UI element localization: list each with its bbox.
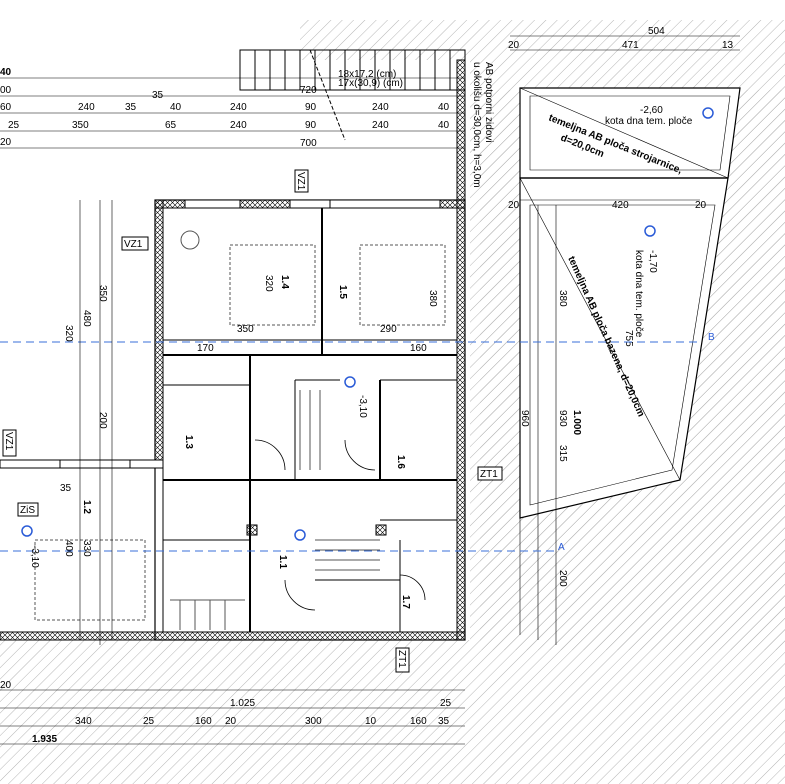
dim-350-room: 350 (237, 324, 254, 335)
stair-note-2: 17x(30,9) (cm) (338, 78, 403, 89)
dim-65a: 65 (165, 120, 177, 131)
dim-240c: 240 (372, 102, 389, 113)
dim-top-4: 20 (0, 137, 12, 148)
room-1-7: 1.7 (400, 595, 411, 609)
dim-40c: 40 (438, 120, 450, 131)
dim-top-1: 40 (0, 67, 12, 78)
dim-350a: 350 (72, 120, 89, 131)
pool-dims (519, 205, 557, 645)
pool-level-label: kota dna tem. ploče (633, 250, 644, 338)
room-1-1: 1.1 (277, 555, 288, 569)
dim-320: 320 (263, 275, 274, 292)
top-dimension-lines (0, 35, 740, 149)
dim-471: 471 (622, 40, 639, 51)
level-310-a: -3,10 (357, 395, 368, 418)
pool-v-315: 315 (557, 445, 568, 462)
room-1-5: 1.5 (337, 285, 348, 299)
dim-35a: 35 (125, 102, 137, 113)
section-a: A (558, 542, 565, 553)
pool-v-200: 200 (557, 570, 568, 587)
tag-vz1-b: VZ1 (295, 172, 306, 191)
dim-top-3: 60 (0, 102, 12, 113)
room-1-2: 1.2 (81, 500, 92, 514)
pool-width-20b: 20 (695, 200, 707, 211)
dim-bottom-20: 20 (0, 680, 12, 691)
dim-bottom-35: 35 (438, 716, 450, 727)
room-1-4: 1.4 (279, 275, 290, 289)
dim-720: 720 (300, 85, 317, 96)
tag-vz1-a: VZ1 (124, 239, 143, 250)
dim-504: 504 (648, 26, 665, 37)
pool-width-20: 20 (508, 200, 520, 211)
retaining-wall-note-2: u okolišu d=30,0cm, h=3,0m (471, 62, 482, 188)
dim-380: 380 (427, 290, 438, 307)
dim-90a: 90 (305, 102, 317, 113)
dim-340: 35 (60, 483, 72, 494)
dim-bottom-20b: 20 (225, 716, 237, 727)
level-markers (21, 107, 714, 541)
dim-400: 400 (63, 540, 74, 557)
dim-bottom-340: 340 (75, 716, 92, 727)
section-b: B (708, 332, 715, 343)
room-1-6: 1.6 (395, 455, 406, 469)
pool-v-1000: 1.000 (571, 410, 582, 435)
dim-1025: 1.025 (230, 698, 255, 709)
tag-zt1-b: ZT1 (396, 650, 407, 668)
section-lines (0, 341, 700, 552)
dim-240d: 240 (230, 120, 247, 131)
dim-40b: 40 (438, 102, 450, 113)
dim-700: 700 (300, 138, 317, 149)
dim-240b: 240 (230, 102, 247, 113)
machine-level-label: kota dna tem. ploče (605, 116, 693, 127)
pool-v-960: 960 (519, 410, 530, 427)
dim-bottom-300: 300 (305, 716, 322, 727)
dim-40a: 40 (170, 102, 182, 113)
dim-240e: 240 (372, 120, 389, 131)
stair-note-1: 18x17,2 (cm) (338, 69, 396, 80)
building-walls (0, 199, 466, 641)
left-dimension-lines (79, 200, 113, 645)
dim-350: 350 (97, 285, 108, 302)
dim-330: 330 (81, 540, 92, 557)
level-170: -1,70 (647, 250, 658, 273)
pool-v-755: 755 (623, 330, 634, 347)
dim-13: 13 (722, 40, 734, 51)
pool-v-380: 380 (557, 290, 568, 307)
dim-90b: 90 (305, 120, 317, 131)
tag-vz1-c: VZ1 (3, 432, 14, 451)
bottom-dimension-lines (0, 689, 465, 745)
exterior-staircase (239, 49, 466, 201)
dim-200: 200 (97, 412, 108, 429)
dim-top-2: 00 (0, 85, 12, 96)
dim-160: 160 (410, 343, 427, 354)
pool-width-420: 420 (612, 200, 629, 211)
room-1-3: 1.3 (183, 435, 194, 449)
level-260: -2,60 (640, 105, 663, 116)
dim-35b: 35 (152, 90, 164, 101)
dim-bottom-25b: 25 (143, 716, 155, 727)
dim-480: 480 (81, 310, 92, 327)
wall-tag-boxes (2, 169, 503, 673)
level-310-b: -3,10 (29, 545, 40, 568)
dim-bottom-160a: 160 (195, 716, 212, 727)
dim-25a: 25 (8, 120, 20, 131)
dim-1935: 1.935 (32, 734, 57, 745)
dim-bottom-10: 10 (365, 716, 377, 727)
dim-240a: 240 (78, 102, 95, 113)
dim-600: 320 (63, 325, 74, 342)
dim-bottom-25a: 25 (440, 698, 452, 709)
tag-zis: ZiS (20, 505, 35, 516)
dim-170: 170 (197, 343, 214, 354)
pool-v-930: 930 (557, 410, 568, 427)
dim-20-top: 20 (508, 40, 520, 51)
dim-bottom-160b: 160 (410, 716, 427, 727)
tag-zt1-a: ZT1 (480, 469, 498, 480)
dim-290: 290 (380, 324, 397, 335)
retaining-wall-note: AB potporni zidovi (483, 62, 494, 143)
